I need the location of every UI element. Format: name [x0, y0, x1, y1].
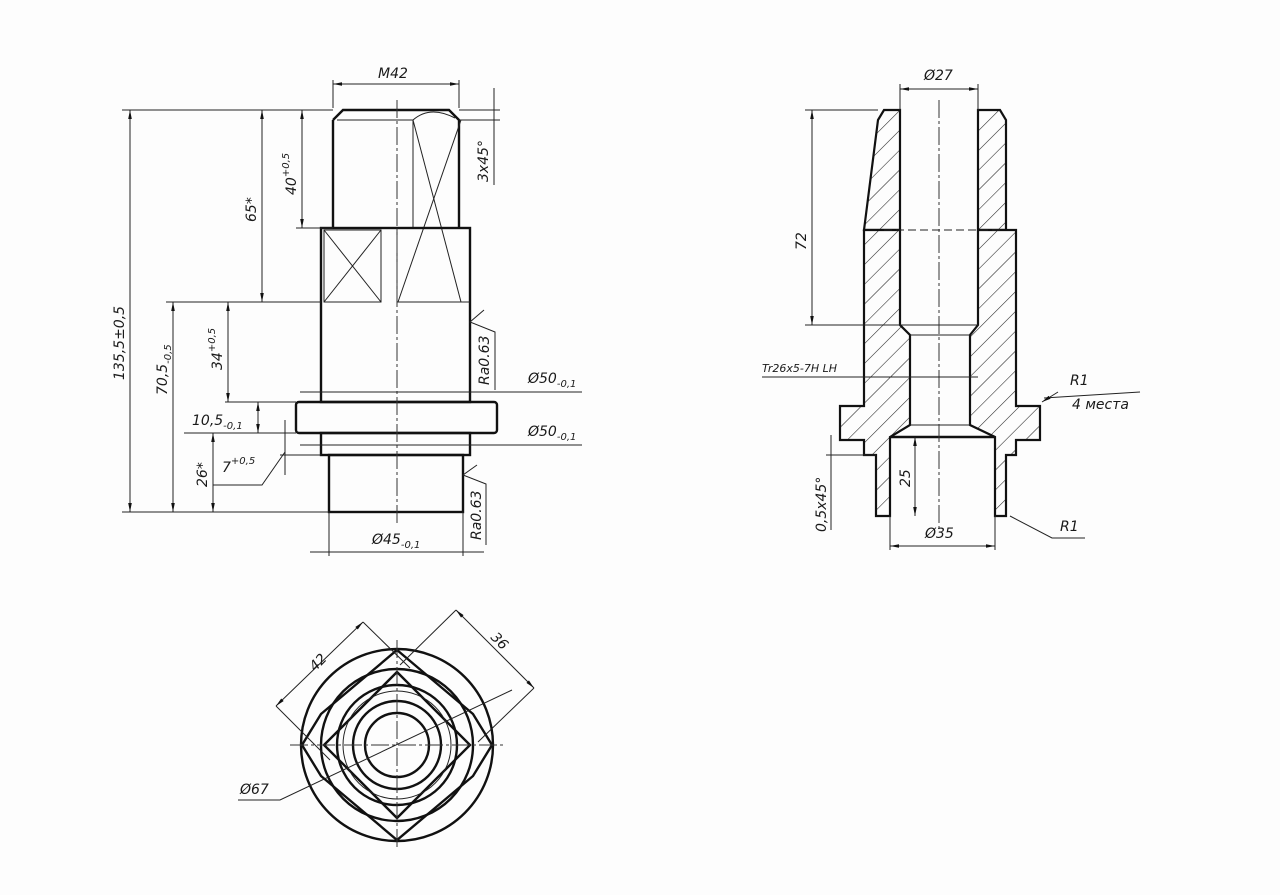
front-view: M42 135,5±0,5 70,5-0,5 65* 40+0,5 34+0,5… [112, 66, 582, 556]
radius-1-label: R1 [1070, 373, 1089, 389]
diameter-45-label: Ø45 [371, 532, 401, 548]
length-34-tolerance: +0,5 [207, 328, 218, 352]
svg-text:34+0,5: 34+0,5 [207, 328, 226, 370]
diameter-35-label: Ø35 [924, 526, 954, 542]
radius-2-label: R1 [1060, 519, 1079, 535]
roughness-label-1: Ra0.63 [477, 336, 493, 385]
svg-text:10,5-0,1: 10,5-0,1 [192, 413, 243, 432]
chamfer-label: 3x45° [476, 140, 492, 182]
svg-text:Ø50-0,1: Ø50-0,1 [527, 424, 576, 443]
length-10-label: 10,5 [192, 413, 223, 429]
svg-text:Ø50-0,1: Ø50-0,1 [527, 371, 576, 390]
roughness-label-2: Ra0.63 [469, 491, 485, 540]
svg-text:70,5-0,5: 70,5-0,5 [155, 344, 174, 395]
length-72-label: 72 [794, 232, 810, 250]
length-7-tolerance: +0,5 [231, 456, 255, 467]
top-view: 42 36 Ø67 [238, 609, 535, 850]
length-65-label: 65* [244, 197, 260, 222]
thread-label: Tr26x5-7H LH [762, 362, 837, 375]
length-10-tolerance: -0,1 [223, 421, 243, 432]
svg-text:40+0,5: 40+0,5 [281, 153, 300, 195]
overall-length-label: 135,5±0,5 [112, 306, 128, 380]
width-42-label: 42 [307, 651, 331, 675]
length-26-label: 26* [195, 462, 211, 487]
diameter-50-a-tolerance: -0,1 [557, 379, 577, 390]
length-70-label: 70,5 [155, 364, 171, 395]
diameter-50-b-label: Ø50 [527, 424, 557, 440]
width-36-label: 36 [487, 630, 511, 654]
diameter-45-tolerance: -0,1 [401, 540, 421, 551]
diameter-50-a-label: Ø50 [527, 371, 557, 387]
thread-label: M42 [378, 66, 408, 82]
length-34-label: 34 [210, 352, 226, 370]
length-40-label: 40 [284, 177, 300, 195]
diameter-27-label: Ø27 [923, 68, 953, 84]
radius-1-note: 4 места [1072, 397, 1129, 413]
diameter-50-b-tolerance: -0,1 [557, 432, 577, 443]
length-70-tolerance: -0,5 [163, 344, 174, 364]
length-25-label: 25 [898, 469, 914, 487]
section-view: Ø27 72 Tr26x5-7H LH R1 4 места 0,5x45° 2… [762, 68, 1141, 550]
chamfer-label: 0,5x45° [814, 477, 830, 532]
diameter-67-label: Ø67 [239, 782, 269, 798]
svg-text:7+0,5: 7+0,5 [222, 456, 255, 476]
svg-text:Ø45-0,1: Ø45-0,1 [371, 532, 420, 551]
length-7-label: 7 [222, 460, 231, 476]
length-40-tolerance: +0,5 [281, 153, 292, 177]
